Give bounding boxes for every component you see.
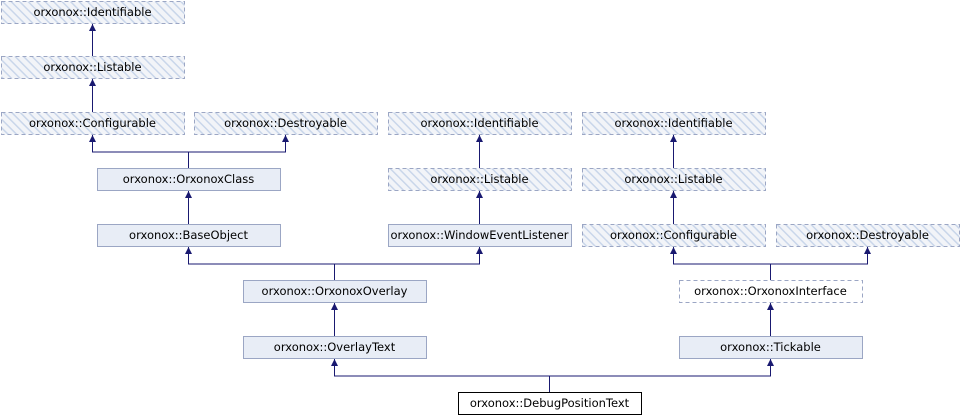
class-node-label: orxonox::Listable xyxy=(43,60,141,74)
edges xyxy=(89,24,871,392)
class-node[interactable]: orxonox::Configurable xyxy=(582,224,766,247)
class-node[interactable]: orxonox::Destroyable xyxy=(776,224,960,247)
class-node-box xyxy=(679,280,863,303)
edge-branch xyxy=(331,359,550,377)
class-node[interactable]: orxonox::Identifiable xyxy=(388,112,572,135)
class-node-label: orxonox::BaseObject xyxy=(129,228,248,242)
class-node-label: orxonox::OverlayText xyxy=(274,340,396,354)
class-node-box xyxy=(388,224,572,247)
class-node-box xyxy=(194,112,378,135)
class-node[interactable]: orxonox::BaseObject xyxy=(97,224,281,247)
edge-branch xyxy=(185,247,335,265)
edge-branch xyxy=(334,247,483,265)
class-node-box xyxy=(97,168,281,191)
class-node-box xyxy=(582,168,766,191)
class-node[interactable]: orxonox::OverlayText xyxy=(243,336,427,359)
class-node-label: orxonox::Identifiable xyxy=(420,116,538,130)
inheritance-edge xyxy=(89,135,289,168)
class-node-label: orxonox::WindowEventListener xyxy=(390,228,568,242)
class-node[interactable]: orxonox::DebugPositionText xyxy=(458,392,642,415)
class-node[interactable]: orxonox::Configurable xyxy=(1,112,185,135)
class-node-label: orxonox::OrxonoxClass xyxy=(123,172,254,186)
class-node[interactable]: orxonox::OrxonoxOverlay xyxy=(243,280,427,303)
class-node-label: orxonox::Destroyable xyxy=(224,116,347,130)
class-node-box xyxy=(582,112,766,135)
class-node-box xyxy=(243,336,427,359)
edge-branch xyxy=(770,247,871,265)
class-node[interactable]: orxonox::Listable xyxy=(1,56,185,79)
edge-branch xyxy=(89,135,189,153)
class-node-box xyxy=(97,224,281,247)
class-node-label: orxonox::OrxonoxOverlay xyxy=(262,284,408,298)
class-node[interactable]: orxonox::OrxonoxInterface xyxy=(679,280,863,303)
class-node-label: orxonox::Destroyable xyxy=(806,228,929,242)
class-node[interactable]: orxonox::Identifiable xyxy=(1,1,185,24)
inheritance-edge xyxy=(185,247,483,280)
class-node-label: orxonox::OrxonoxInterface xyxy=(694,284,847,298)
edge-branch xyxy=(670,247,771,265)
class-node[interactable]: orxonox::Listable xyxy=(388,168,572,191)
class-node-box xyxy=(388,112,572,135)
inheritance-edge xyxy=(331,359,774,392)
class-node[interactable]: orxonox::Tickable xyxy=(679,336,863,359)
class-node-label: orxonox::Listable xyxy=(624,172,722,186)
class-node-label: orxonox::Configurable xyxy=(610,228,737,242)
class-node-box xyxy=(582,224,766,247)
class-node-box xyxy=(388,168,572,191)
class-node-box xyxy=(1,1,185,24)
edge-branch xyxy=(549,359,774,377)
class-node-label: orxonox::Configurable xyxy=(29,116,156,130)
class-node-box xyxy=(1,56,185,79)
class-node-box xyxy=(776,224,960,247)
class-node-label: orxonox::Identifiable xyxy=(33,5,151,19)
class-node-label: orxonox::Identifiable xyxy=(614,116,732,130)
class-node[interactable]: orxonox::Destroyable xyxy=(194,112,378,135)
class-node-label: orxonox::DebugPositionText xyxy=(470,396,630,410)
class-node[interactable]: orxonox::OrxonoxClass xyxy=(97,168,281,191)
edge-branch xyxy=(188,135,289,153)
inheritance-edge xyxy=(670,247,871,280)
class-node-box xyxy=(1,112,185,135)
class-node-box xyxy=(679,336,863,359)
class-node-label: orxonox::Tickable xyxy=(720,340,821,354)
class-node[interactable]: orxonox::Listable xyxy=(582,168,766,191)
class-node[interactable]: orxonox::Identifiable xyxy=(582,112,766,135)
class-node-label: orxonox::Listable xyxy=(430,172,528,186)
class-node[interactable]: orxonox::WindowEventListener xyxy=(388,224,572,247)
class-node-box xyxy=(243,280,427,303)
class-node-box xyxy=(458,392,642,415)
